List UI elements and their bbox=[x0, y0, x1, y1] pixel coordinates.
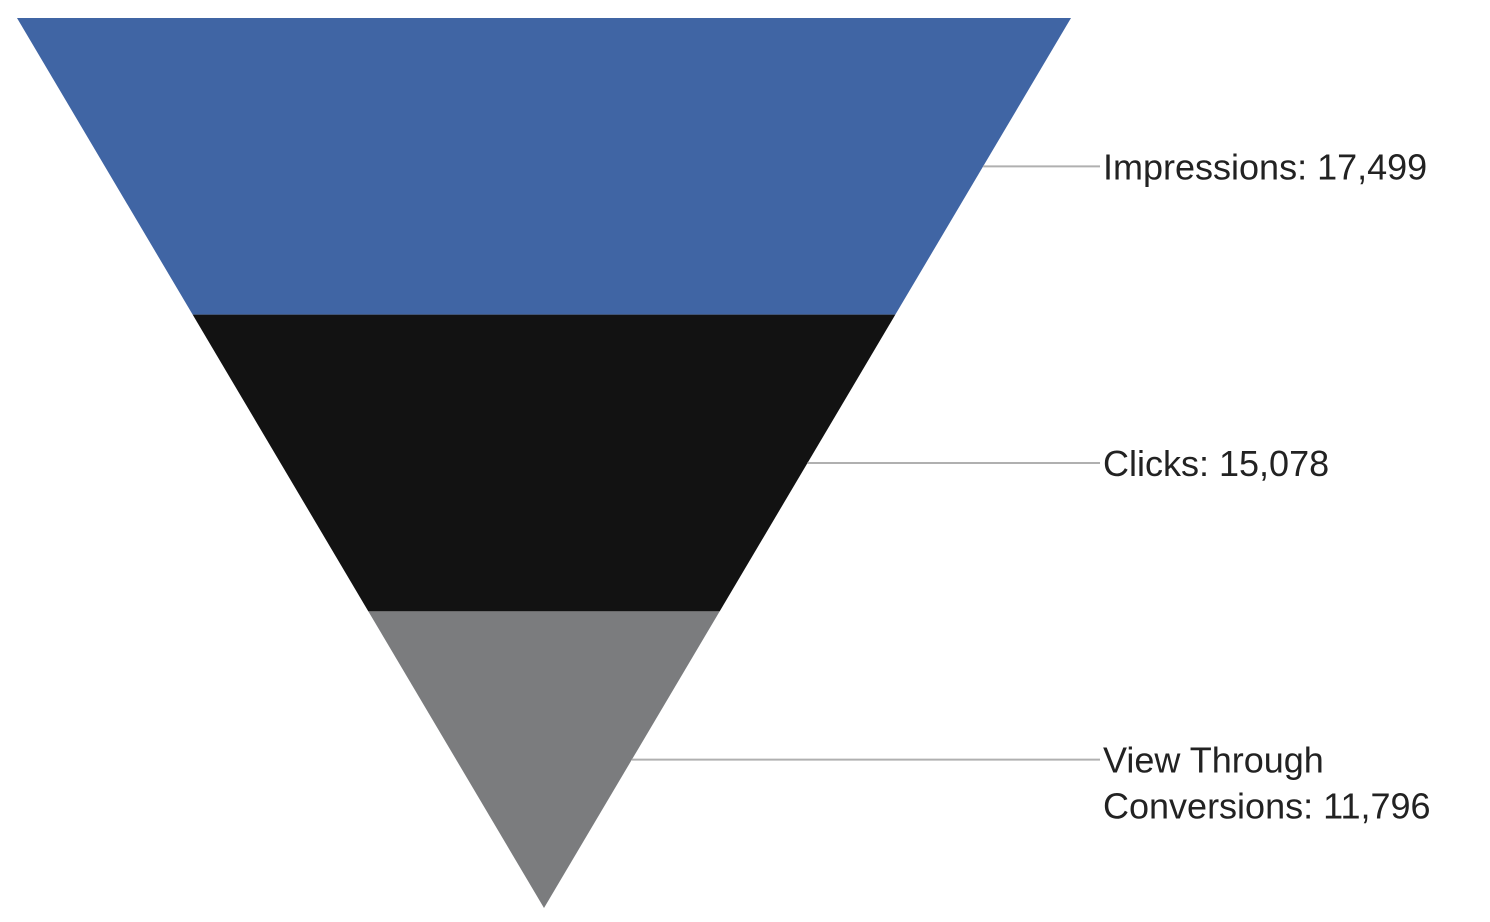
funnel-label-line: Conversions: 11,796 bbox=[1103, 786, 1431, 827]
funnel-segment-impressions bbox=[17, 18, 1071, 315]
funnel-segment-clicks bbox=[192, 314, 896, 612]
funnel-segment-view-through-conversions bbox=[368, 611, 720, 908]
funnel-label: Impressions: 17,499 bbox=[1103, 146, 1427, 187]
funnel-label-line: View Through bbox=[1103, 740, 1324, 781]
funnel-label: Clicks: 15,078 bbox=[1103, 443, 1329, 484]
funnel-label-line: Impressions: 17,499 bbox=[1103, 146, 1427, 187]
funnel-label-line: Clicks: 15,078 bbox=[1103, 443, 1329, 484]
